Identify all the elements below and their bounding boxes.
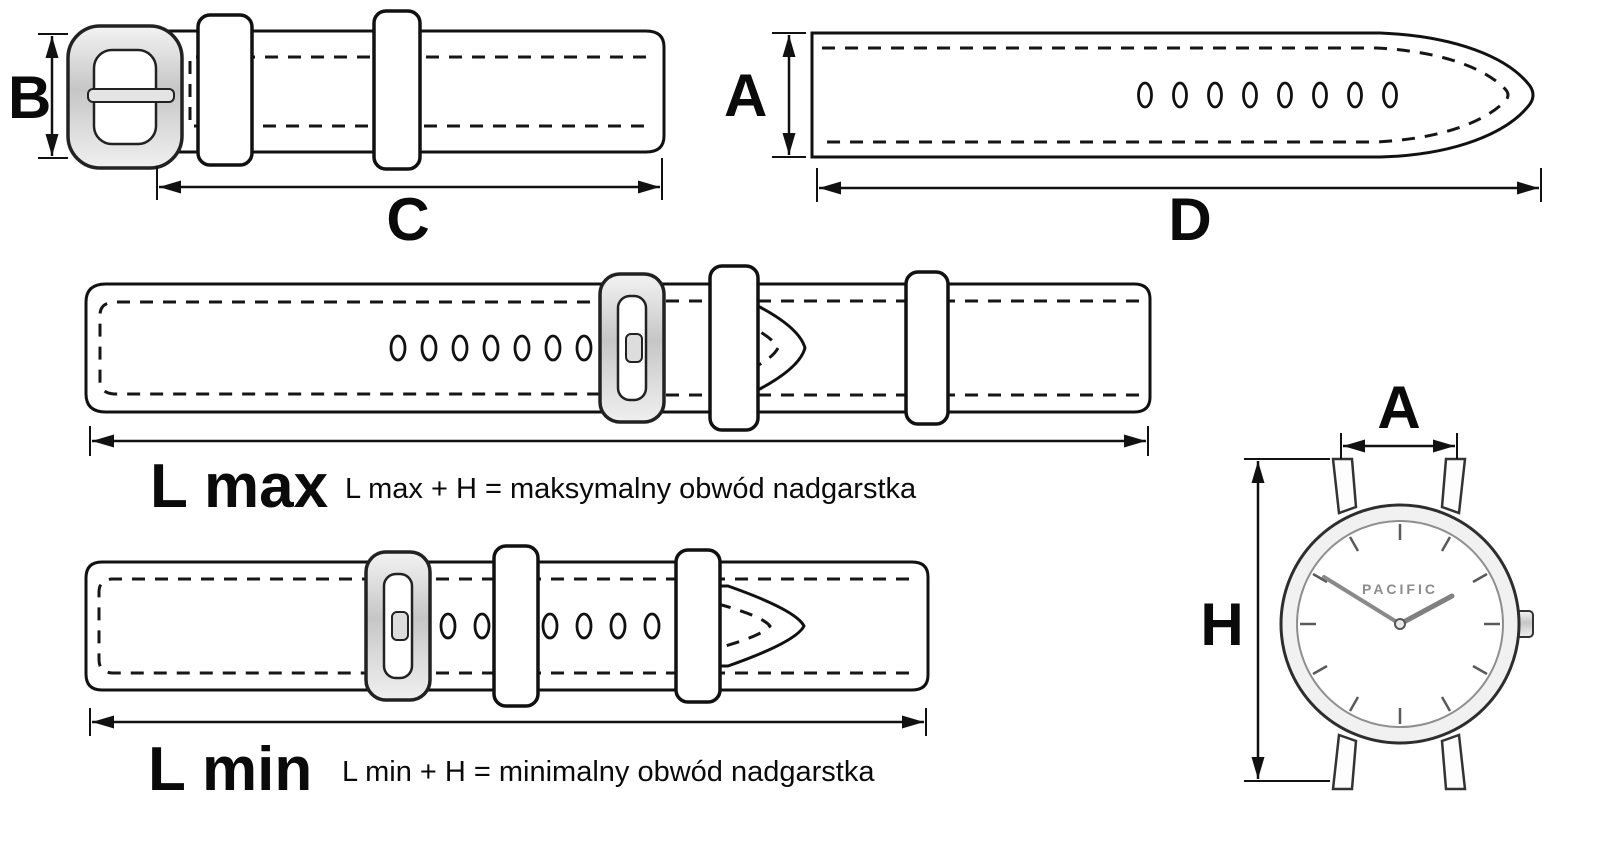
strap-hole: [420, 334, 438, 362]
lmin-note: L min + H = minimalny obwód nadgarstka: [342, 756, 875, 788]
stitch-line: [822, 46, 1510, 144]
stitch-line: [188, 55, 646, 128]
dimension-a: A: [724, 32, 806, 158]
dim-b-label: B: [8, 64, 51, 131]
strap-hole: [1277, 81, 1293, 109]
strap-hole: [482, 334, 500, 362]
lmin-strap-diagram: L min L min + H = minimalny obwód nadgar…: [84, 544, 930, 804]
strap-body-left: [84, 282, 642, 414]
strap-hole: [609, 612, 627, 640]
lmin-label: L min: [148, 735, 312, 804]
watch-hands: [1322, 575, 1455, 630]
watch-lug: [1440, 733, 1467, 791]
buckle: [66, 24, 184, 170]
stitch-line: [98, 300, 636, 396]
keeper-loop: [904, 270, 950, 426]
minute-hand: [1322, 575, 1402, 626]
keeper-loop: [674, 548, 722, 704]
hour-markers: [1300, 524, 1500, 724]
dimension-d: D: [816, 168, 1542, 253]
strap-hole: [1137, 81, 1153, 109]
strap-body-left: [84, 560, 404, 692]
hands-center: [1394, 618, 1406, 630]
dim-a-label: A: [724, 62, 767, 129]
strap-hole: [1242, 81, 1258, 109]
strap-hole: [1207, 81, 1223, 109]
watch-lug: [1331, 733, 1358, 791]
watch-diagram: PACIFIC A H: [1200, 374, 1534, 791]
keeper-loop: [196, 13, 254, 167]
dimension-watch-a: A: [1340, 374, 1458, 459]
watch-h-label: H: [1200, 591, 1243, 658]
hour-hand: [1397, 593, 1455, 627]
buckle-prong: [625, 333, 643, 363]
dimension-c: C: [156, 158, 663, 253]
strap-hole: [1172, 81, 1188, 109]
buckle: [598, 272, 666, 424]
strap-holes: [389, 334, 593, 362]
strap-hole: [643, 612, 661, 640]
lmax-label: L max: [150, 452, 329, 521]
keeper-loop: [492, 544, 540, 708]
strap-hole: [541, 612, 559, 640]
watch-lug: [1440, 457, 1467, 515]
dim-d-label: D: [1168, 186, 1211, 253]
dim-c-label: C: [386, 186, 429, 253]
strap-hole: [1312, 81, 1328, 109]
strap-hole: [451, 334, 469, 362]
watch-lug: [1331, 457, 1358, 515]
dimension-watch-h: H: [1200, 458, 1330, 782]
buckle: [364, 550, 432, 702]
buckle-strap-diagram: B C: [8, 9, 666, 253]
strap-hole: [1382, 81, 1398, 109]
dimension-b: B: [8, 33, 68, 159]
buckle-prong: [391, 611, 409, 641]
dimension-lmax: L max L max + H = maksymalny obwód nadga…: [89, 426, 1149, 521]
tail-strap-diagram: A D: [724, 31, 1542, 253]
strap-hole: [544, 334, 562, 362]
strap-hole: [1347, 81, 1363, 109]
dimension-lmin: L min L min + H = minimalny obwód nadgar…: [89, 708, 927, 804]
lmax-strap-diagram: L max L max + H = maksymalny obwód nadga…: [84, 264, 1152, 521]
keeper-loop: [372, 9, 422, 171]
strap-tip: [710, 584, 806, 668]
watch-brand: PACIFIC: [1362, 581, 1438, 597]
strap-hole: [513, 334, 531, 362]
buckle-prong: [87, 88, 175, 103]
tip-stitch: [717, 602, 772, 650]
watch-a-label: A: [1377, 374, 1420, 441]
strap-hole: [575, 612, 593, 640]
strap-hole: [575, 334, 593, 362]
strap-hole: [439, 612, 457, 640]
keeper-loop: [708, 264, 760, 432]
strap-hole: [473, 612, 491, 640]
strap-hole: [389, 334, 407, 362]
lmax-note: L max + H = maksymalny obwód nadgarstka: [345, 473, 917, 505]
strap-holes: [1137, 81, 1398, 109]
